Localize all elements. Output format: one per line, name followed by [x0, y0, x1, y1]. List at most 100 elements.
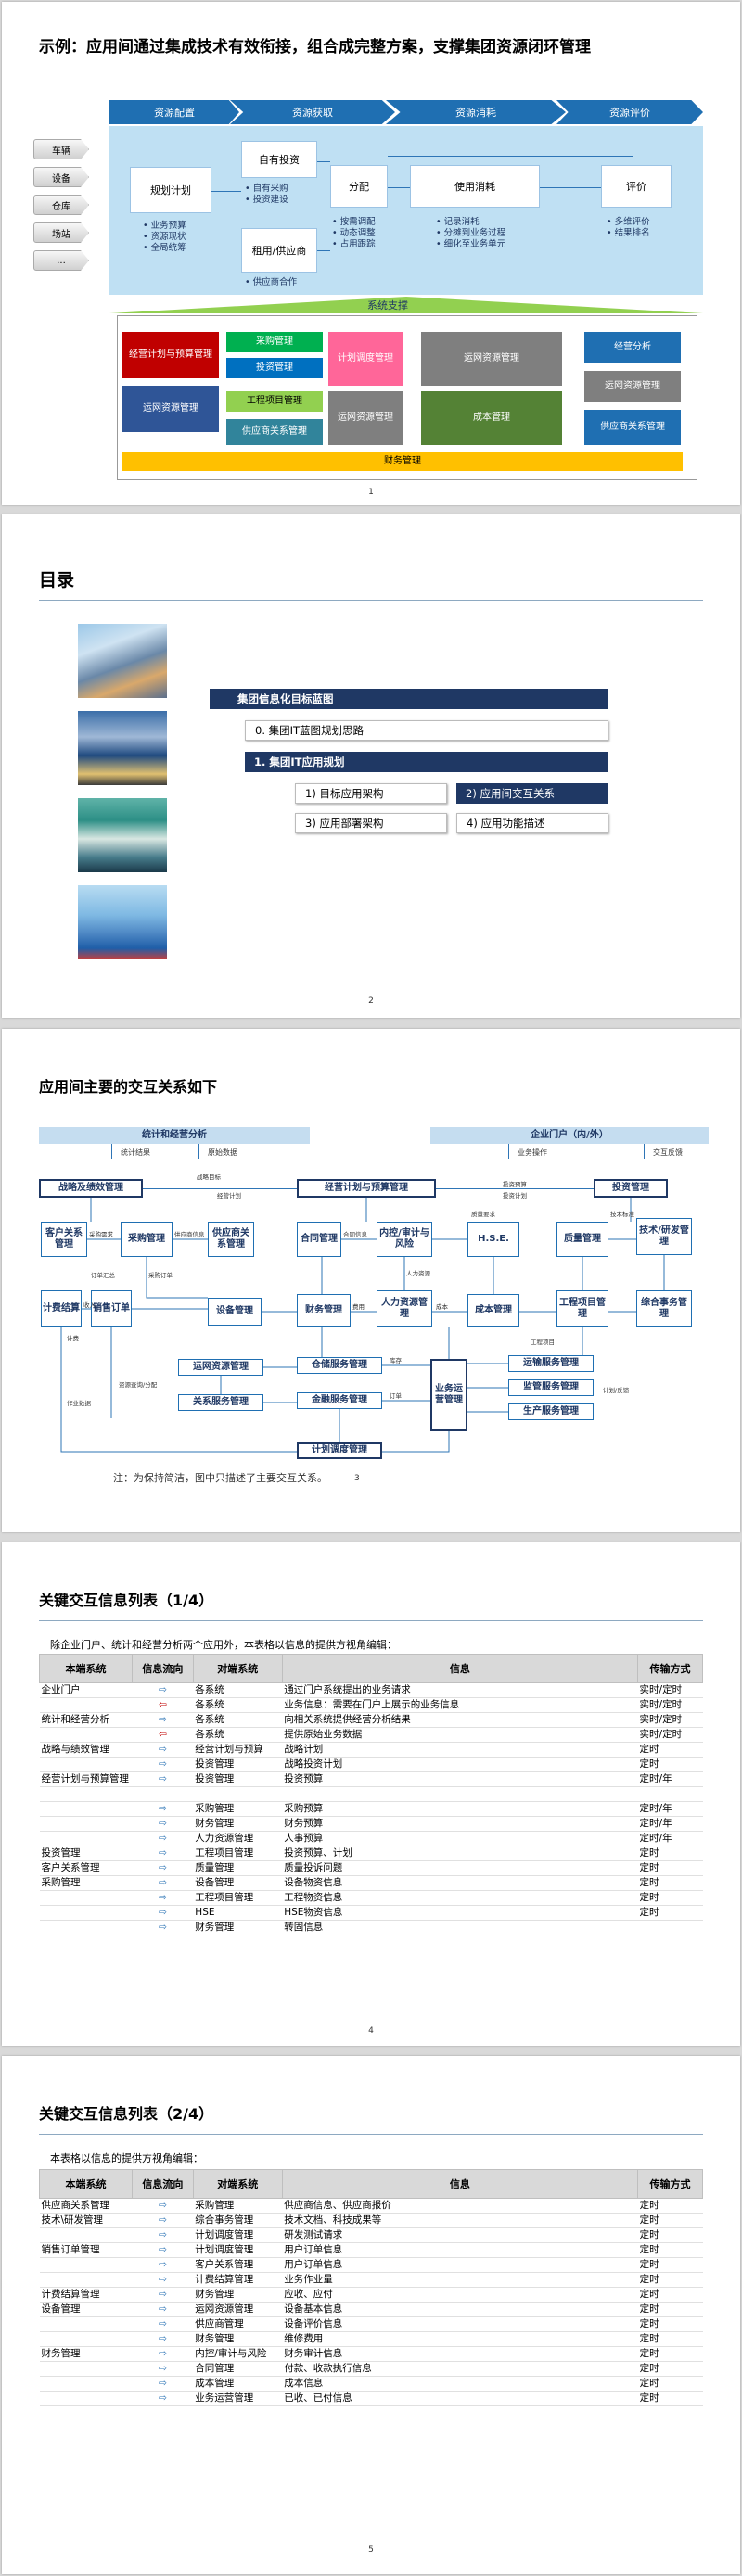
- direction-cell: ⇨: [132, 2332, 193, 2347]
- flow-label: 订单: [390, 1392, 402, 1400]
- direction-cell: ⇨: [132, 1921, 193, 1935]
- method-cell: 定时: [638, 2228, 703, 2243]
- col-header: 本端系统: [40, 1655, 133, 1683]
- slide-3: 应用间主要的交互关系如下 统计和经营分析 企业门户（内/外） 统计结果 原始数据…: [2, 1029, 740, 1532]
- target-system-cell: 客户关系管理: [193, 2258, 282, 2273]
- method-cell: [638, 1787, 703, 1802]
- target-system-cell: 各系统: [193, 1728, 282, 1743]
- toc-item-1[interactable]: 1. 集团IT应用规划: [245, 752, 608, 772]
- source-system-cell: 统计和经营分析: [40, 1713, 133, 1728]
- direction-cell: ⇨: [132, 1891, 193, 1906]
- table-row: 销售订单管理⇨计划调度管理用户订单信息定时: [40, 2243, 703, 2258]
- flow-arrow: [540, 187, 601, 188]
- info-cell: 转固信息: [282, 1921, 637, 1935]
- method-cell: 定时: [638, 2303, 703, 2317]
- source-system-cell: [40, 1906, 133, 1921]
- slide-title: 关键交互信息列表（1/4）: [39, 1591, 213, 1611]
- flow-own: 自有投资: [241, 141, 317, 178]
- method-cell: 定时: [638, 2362, 703, 2377]
- page-number: 2: [2, 996, 740, 1006]
- table-row: 技术\研发管理⇨综合事务管理技术文档、科技成果等定时: [40, 2214, 703, 2228]
- sys-jyjh: 经营计划与预算管理: [122, 332, 219, 378]
- toc-sub-1[interactable]: 1) 目标应用架构: [295, 783, 447, 804]
- method-cell: 实时/定时: [638, 1713, 703, 1728]
- target-system-cell: 各系统: [193, 1698, 282, 1713]
- flow-arrow: [211, 191, 241, 192]
- source-system-cell: 采购管理: [40, 1876, 133, 1891]
- target-system-cell: 各系统: [193, 1713, 282, 1728]
- flow-label: 资源查询/分配: [119, 1381, 157, 1389]
- info-cell: 设备评价信息: [282, 2317, 637, 2332]
- table-row: ⇨工程项目管理工程物资信息定时: [40, 1891, 703, 1906]
- method-cell: 定时: [638, 2214, 703, 2228]
- table-row: ⇨财务管理财务预算定时/年: [40, 1817, 703, 1832]
- method-cell: 定时: [638, 2243, 703, 2258]
- bullet: • 结果排名: [607, 228, 650, 239]
- table-row: 战略与绩效管理⇨经营计划与预算战略计划定时: [40, 1743, 703, 1758]
- flow-arrow: [388, 156, 633, 157]
- flow-label: 投资预算: [503, 1181, 527, 1188]
- method-cell: 定时/年: [638, 1832, 703, 1846]
- info-cell: 设备基本信息: [282, 2303, 637, 2317]
- info-cell: 财务预算: [282, 1817, 637, 1832]
- toc-item-0[interactable]: 0. 集团IT蓝图规划思路: [245, 720, 608, 741]
- source-system-cell: 经营计划与预算管理: [40, 1772, 133, 1787]
- use-bullets: • 记录消耗 • 分摊到业务过程 • 细化至业务单元: [436, 217, 505, 250]
- sys-gysgx: 供应商关系管理: [584, 410, 681, 445]
- target-system-cell: 投资管理: [193, 1772, 282, 1787]
- flow-label: 质量要求: [471, 1211, 495, 1218]
- col-header: 对端系统: [193, 1655, 282, 1683]
- photo-harbor: [78, 885, 167, 959]
- toc-sub-3[interactable]: 3) 应用部署架构: [295, 813, 447, 833]
- source-system-cell: [40, 2392, 133, 2406]
- table-row: ⇨成本管理成本信息定时: [40, 2377, 703, 2392]
- bullet: • 占用跟踪: [332, 239, 376, 250]
- table-row: 采购管理⇨设备管理设备物资信息定时: [40, 1876, 703, 1891]
- target-system-cell: 计划调度管理: [193, 2228, 282, 2243]
- eval-bullets: • 多维评价 • 结果排名: [607, 217, 650, 239]
- source-system-cell: [40, 2273, 133, 2288]
- source-system-cell: 技术\研发管理: [40, 2214, 133, 2228]
- source-system-cell: [40, 1921, 133, 1935]
- info-cell: 战略投资计划: [282, 1758, 637, 1772]
- flow-label: 战略目标: [197, 1174, 221, 1181]
- target-system-cell: HSE: [193, 1906, 282, 1921]
- direction-cell: ⇨: [132, 1802, 193, 1817]
- resource-tag: 仓库: [33, 195, 89, 215]
- flow-label: 计费: [67, 1335, 79, 1342]
- table-row: ⇨财务管理维修费用定时: [40, 2332, 703, 2347]
- source-system-cell: 战略与绩效管理: [40, 1743, 133, 1758]
- col-header: 信息流向: [132, 2170, 193, 2199]
- table-intro: 除企业门户、统计和经营分析两个应用外，本表格以信息的提供方视角编辑：: [50, 1637, 397, 1652]
- flow-arrow: [388, 187, 410, 188]
- photo-containers: [78, 624, 167, 698]
- direction-cell: ⇨: [132, 1817, 193, 1832]
- sys-caigou: 采购管理: [226, 332, 323, 352]
- toc-sub-4[interactable]: 4) 应用功能描述: [456, 813, 608, 833]
- method-cell: 定时: [638, 1876, 703, 1891]
- interaction-table: 本端系统 信息流向 对端系统 信息 传输方式 供应商关系管理⇨采购管理供应商信息…: [39, 2169, 703, 2406]
- table-row: 计费结算管理⇨财务管理应收、应付定时: [40, 2288, 703, 2303]
- source-system-cell: [40, 2228, 133, 2243]
- source-system-cell: [40, 1802, 133, 1817]
- table-row: 企业门户⇨各系统通过门户系统提出的业务请求实时/定时: [40, 1683, 703, 1698]
- flow-label: 计划/反馈: [603, 1387, 629, 1394]
- toc-sub-2[interactable]: 2) 应用间交互关系: [456, 783, 608, 804]
- rent-bullets: • 供应商合作: [245, 277, 297, 288]
- target-system-cell: 合同管理: [193, 2362, 282, 2377]
- source-system-cell: 客户关系管理: [40, 1861, 133, 1876]
- page-number: 5: [2, 2545, 740, 2555]
- info-cell: 付款、收款执行信息: [282, 2362, 637, 2377]
- table-row: 投资管理⇨工程项目管理投资预算、计划定时: [40, 1846, 703, 1861]
- diagram-note: 注：为保持简洁，图中只描述了主要交互关系。: [113, 1472, 327, 1484]
- bullet: • 多维评价: [607, 217, 650, 228]
- method-cell: 定时/年: [638, 1772, 703, 1787]
- direction-cell: ⇨: [132, 1683, 193, 1698]
- target-system-cell: 业务运营管理: [193, 2392, 282, 2406]
- info-cell: 技术文档、科技成果等: [282, 2214, 637, 2228]
- source-system-cell: 销售订单管理: [40, 2243, 133, 2258]
- sys-yunwang: 运网资源管理: [328, 391, 403, 445]
- table-row: 供应商关系管理⇨采购管理供应商信息、供应商报价定时: [40, 2199, 703, 2214]
- table-row: 统计和经营分析⇨各系统向相关系统提供经营分析结果实时/定时: [40, 1713, 703, 1728]
- table-row: ⇨投资管理战略投资计划定时: [40, 1758, 703, 1772]
